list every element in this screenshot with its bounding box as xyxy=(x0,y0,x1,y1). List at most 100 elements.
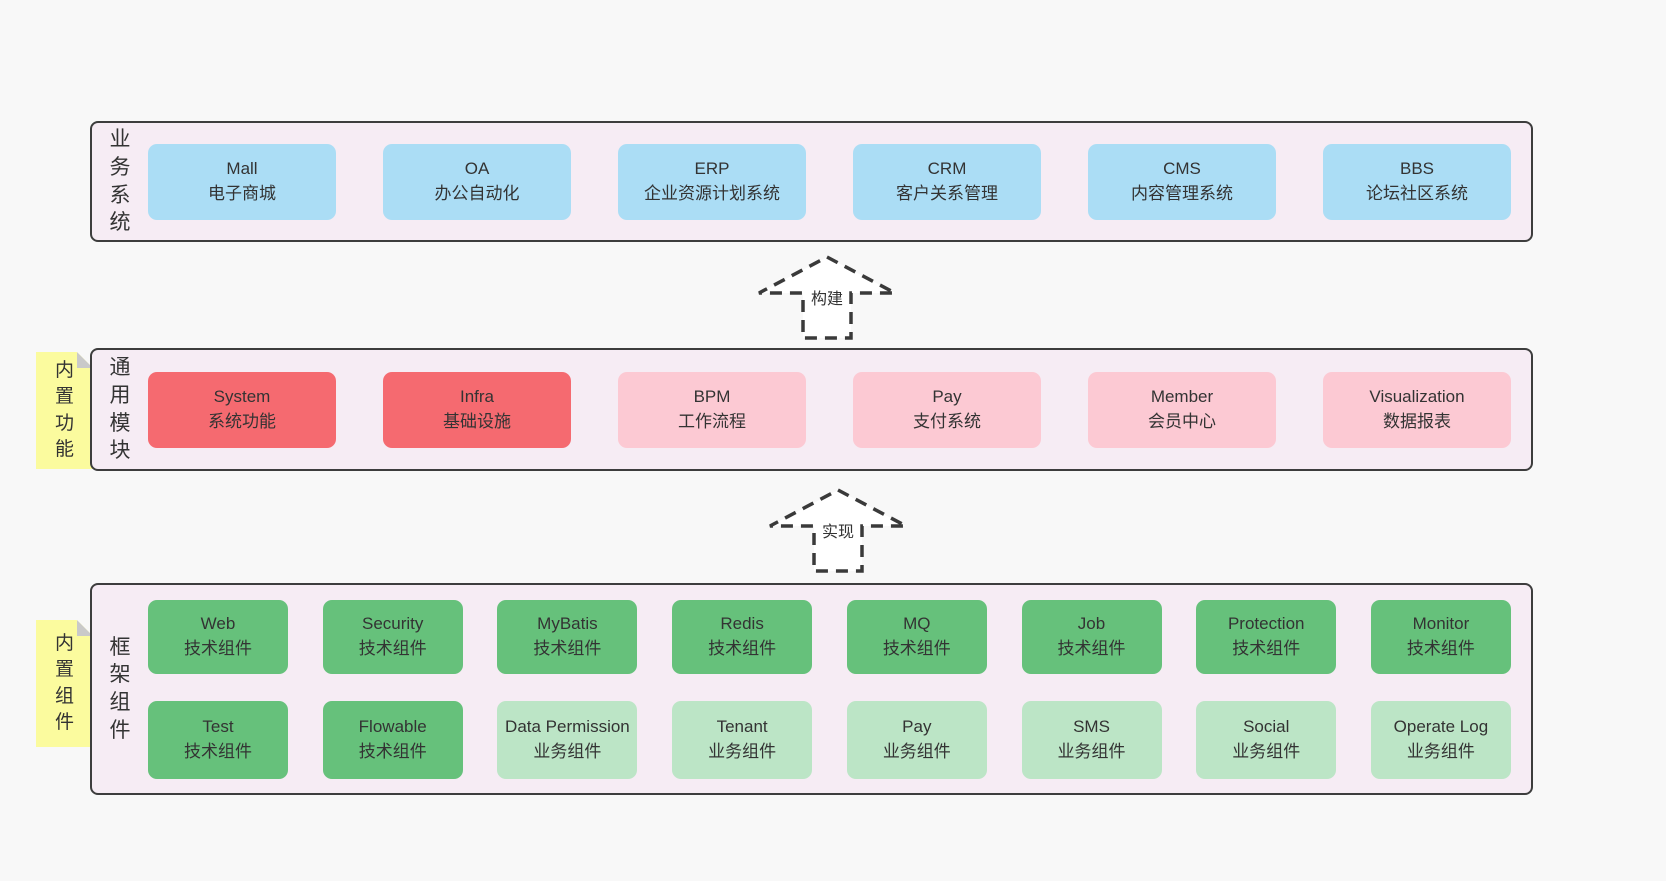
business-box-oa: OA 办公自动化 xyxy=(383,143,571,220)
box-subtitle: 业务组件 xyxy=(1232,741,1301,761)
box-subtitle: 客户关系管理 xyxy=(896,183,998,203)
business-box-cms: CMS 内容管理系统 xyxy=(1088,143,1276,220)
box-title: Test xyxy=(202,717,234,737)
build-arrow-label: 构建 xyxy=(807,288,847,312)
box-subtitle: 技术组件 xyxy=(184,638,252,658)
panel-label-text: 框架组件 xyxy=(109,635,131,742)
box-title: Protection xyxy=(1227,614,1305,634)
module-box-bpm: BPM 工作流程 xyxy=(618,371,806,448)
component-box-redis: Redis 技术组件 xyxy=(672,599,813,674)
component-box-job: Job 技术组件 xyxy=(1021,599,1162,674)
build-arrow: 构建 xyxy=(755,254,899,342)
box-subtitle: 业务组件 xyxy=(882,741,951,761)
business-box-bbs: BBS 论坛社区系统 xyxy=(1323,143,1511,220)
module-box-member: Member 会员中心 xyxy=(1088,371,1276,448)
box-title: MQ xyxy=(903,614,931,634)
box-title: Job xyxy=(1077,614,1106,634)
box-subtitle: 业务组件 xyxy=(1406,741,1475,761)
box-title: Tenant xyxy=(716,717,768,737)
box-title: MyBatis xyxy=(537,614,598,634)
business-systems-panel: 业务系统 Mall 电子商城 OA 办公自动化 ERP 企业资源计划系统 CRM… xyxy=(90,121,1533,242)
component-box-flowable: Flowable 技术组件 xyxy=(322,700,463,779)
box-title: Security xyxy=(361,614,424,634)
box-title: Visualization xyxy=(1369,387,1465,407)
box-subtitle: 业务组件 xyxy=(708,741,777,761)
box-title: Pay xyxy=(902,717,932,737)
box-title: Operate Log xyxy=(1393,717,1489,737)
box-title: Infra xyxy=(459,387,495,407)
box-title: ERP xyxy=(694,159,730,179)
sticky-note-label: 内置组件 xyxy=(54,633,74,733)
box-subtitle: 论坛社区系统 xyxy=(1366,183,1468,203)
box-subtitle: 技术组件 xyxy=(708,638,777,658)
box-subtitle: 工作流程 xyxy=(678,411,746,431)
implement-arrow: 实现 xyxy=(766,487,910,575)
box-title: Mall xyxy=(226,159,258,179)
box-title: OA xyxy=(464,159,490,179)
component-box-protection: Protection 技术组件 xyxy=(1196,599,1337,674)
box-subtitle: 内容管理系统 xyxy=(1131,183,1233,203)
panel-label-text: 通用模块 xyxy=(109,356,131,463)
business-box-mall: Mall 电子商城 xyxy=(148,143,336,220)
component-box-tenant: Tenant 业务组件 xyxy=(672,700,813,779)
box-title: Data Permission xyxy=(505,717,630,737)
box-subtitle: 支付系统 xyxy=(913,411,981,431)
box-title: Monitor xyxy=(1412,614,1470,634)
box-subtitle: 企业资源计划系统 xyxy=(644,183,780,203)
component-box-mq: MQ 技术组件 xyxy=(846,599,987,674)
components-row-2: Test 技术组件 Flowable 技术组件 Data Permission … xyxy=(148,700,1511,779)
box-title: Pay xyxy=(932,387,962,407)
box-subtitle: 业务组件 xyxy=(533,741,602,761)
component-box-monitor: Monitor 技术组件 xyxy=(1370,599,1511,674)
box-subtitle: 办公自动化 xyxy=(434,183,520,203)
box-subtitle: 系统功能 xyxy=(208,411,276,431)
module-box-visualization: Visualization 数据报表 xyxy=(1323,371,1511,448)
box-subtitle: 技术组件 xyxy=(358,741,427,761)
common-modules-panel: 通用模块 System 系统功能 Infra 基础设施 BPM 工作流程 Pay… xyxy=(90,348,1533,471)
module-box-infra: Infra 基础设施 xyxy=(383,371,571,448)
component-box-pay: Pay 业务组件 xyxy=(846,700,987,779)
component-box-web: Web 技术组件 xyxy=(148,599,288,674)
component-box-sms: SMS 业务组件 xyxy=(1021,700,1162,779)
panel-label-modules: 通用模块 xyxy=(92,350,148,469)
modules-boxes-row: System 系统功能 Infra 基础设施 BPM 工作流程 Pay 支付系统… xyxy=(148,350,1531,469)
box-subtitle: 技术组件 xyxy=(1232,638,1301,658)
panel-label-text: 业务系统 xyxy=(109,128,131,235)
box-title: Social xyxy=(1243,717,1290,737)
implement-arrow-label: 实现 xyxy=(818,521,858,545)
sticky-note-label: 内置功能 xyxy=(54,360,74,460)
sticky-note-built-in-features: 内置功能 xyxy=(36,352,93,469)
box-subtitle: 业务组件 xyxy=(1057,741,1126,761)
box-subtitle: 技术组件 xyxy=(358,638,427,658)
box-subtitle: 数据报表 xyxy=(1383,411,1451,431)
box-title: Member xyxy=(1150,387,1214,407)
box-title: Web xyxy=(200,614,236,634)
business-boxes-row: Mall 电子商城 OA 办公自动化 ERP 企业资源计划系统 CRM 客户关系… xyxy=(148,123,1531,240)
box-subtitle: 会员中心 xyxy=(1148,411,1216,431)
box-title: BBS xyxy=(1399,159,1435,179)
box-subtitle: 电子商城 xyxy=(208,183,276,203)
panel-label-components: 框架组件 xyxy=(92,585,148,793)
box-subtitle: 技术组件 xyxy=(1406,638,1475,658)
box-title: CMS xyxy=(1163,159,1201,179)
module-box-pay: Pay 支付系统 xyxy=(853,371,1041,448)
module-box-system: System 系统功能 xyxy=(148,371,336,448)
component-box-operate-log: Operate Log 业务组件 xyxy=(1370,700,1511,779)
business-box-crm: CRM 客户关系管理 xyxy=(853,143,1041,220)
business-box-erp: ERP 企业资源计划系统 xyxy=(618,143,806,220)
panel-label-business: 业务系统 xyxy=(92,123,148,240)
component-box-data-permission: Data Permission 业务组件 xyxy=(497,700,638,779)
box-title: SMS xyxy=(1073,717,1110,737)
component-box-social: Social 业务组件 xyxy=(1196,700,1337,779)
box-title: Redis xyxy=(720,614,764,634)
component-box-mybatis: MyBatis 技术组件 xyxy=(497,599,638,674)
box-subtitle: 基础设施 xyxy=(443,411,511,431)
components-row-1: Web 技术组件 Security 技术组件 MyBatis 技术组件 Redi… xyxy=(148,599,1511,674)
component-box-security: Security 技术组件 xyxy=(322,599,463,674)
components-boxes-grid: Web 技术组件 Security 技术组件 MyBatis 技术组件 Redi… xyxy=(148,585,1531,793)
box-subtitle: 技术组件 xyxy=(882,638,951,658)
box-title: CRM xyxy=(927,159,967,179)
box-subtitle: 技术组件 xyxy=(1057,638,1126,658)
box-title: Flowable xyxy=(358,717,427,737)
box-subtitle: 技术组件 xyxy=(533,638,602,658)
